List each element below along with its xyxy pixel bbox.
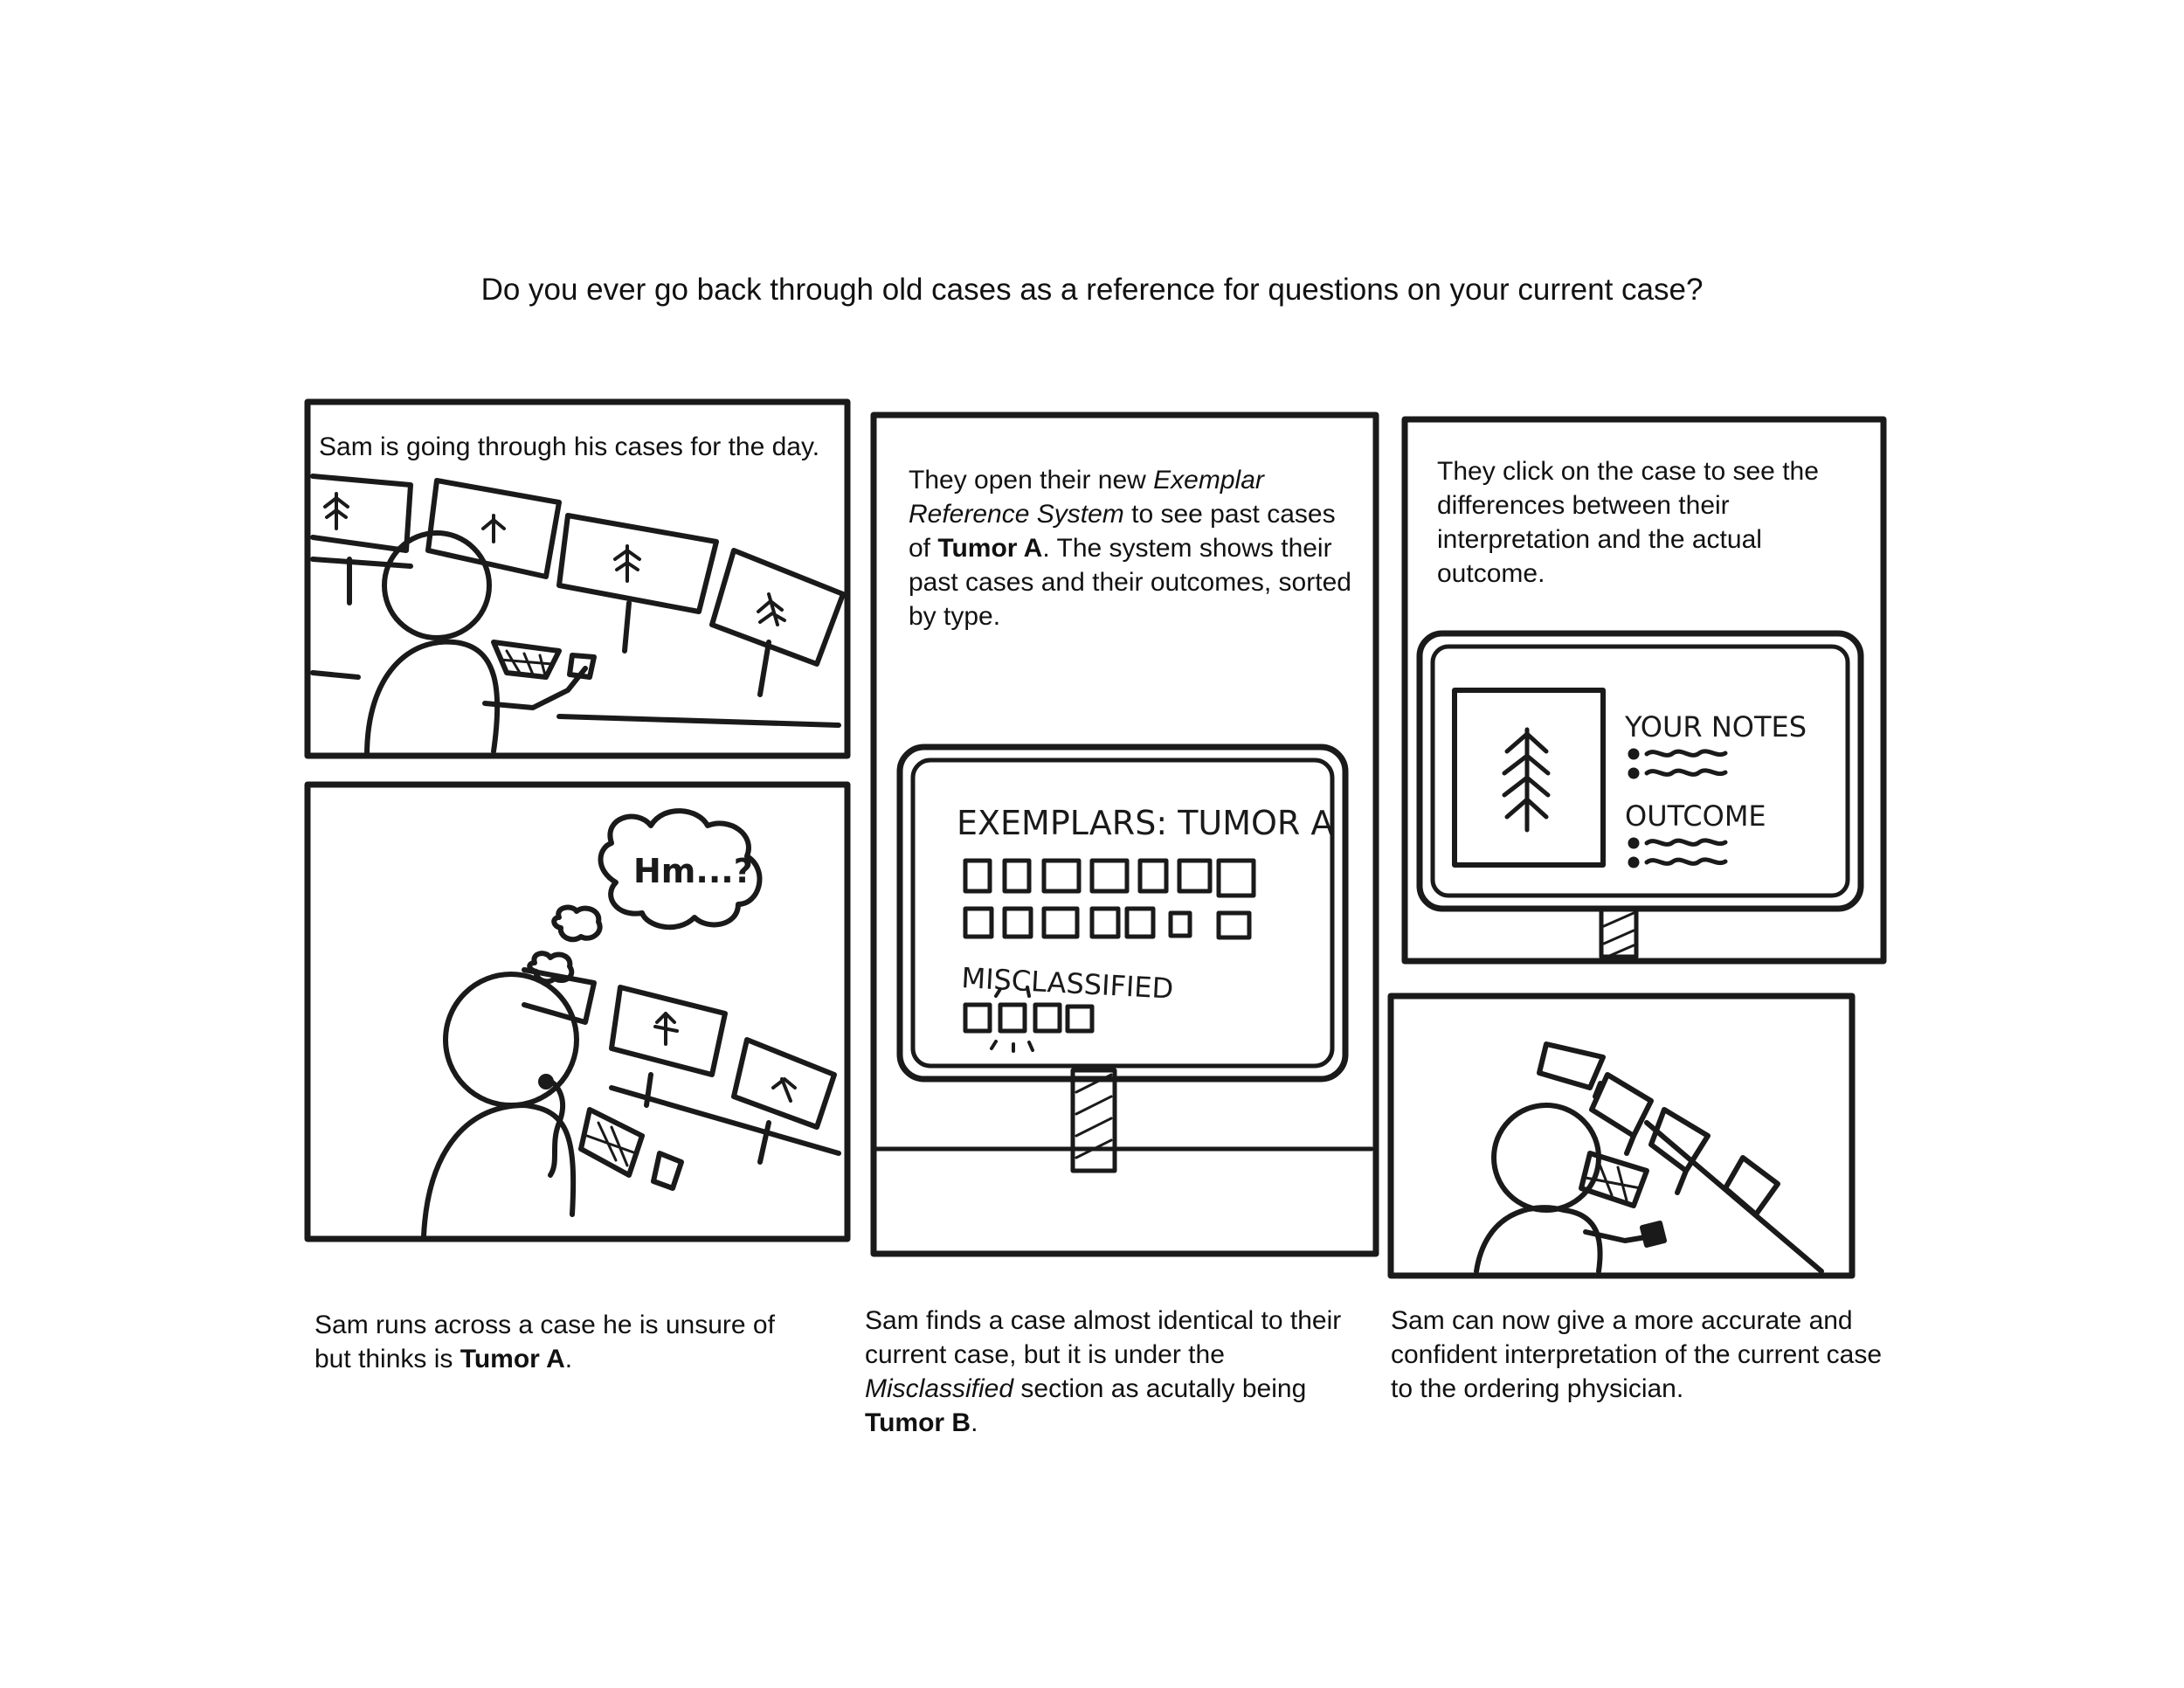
panel-2-frame — [304, 781, 851, 1242]
panel-1-caption: Sam is going through his cases for the d… — [319, 432, 820, 461]
panel-2-caption-bold: Tumor A — [460, 1345, 565, 1373]
your-notes-label: YOUR NOTES — [1624, 710, 1807, 744]
panel-2-caption-end: . — [564, 1345, 573, 1373]
panel-6-caption: Sam can now give a more accurate and con… — [1391, 1306, 1883, 1403]
panel-3-caption-mid: to see past cases of — [909, 500, 1336, 563]
panel-3-caption: They open their new Exemplar Reference S… — [909, 463, 1363, 633]
exemplar-screen-title: EXEMPLARS: TUMOR A — [957, 804, 1333, 842]
exemplar-monitor — [896, 744, 1349, 1083]
panel-5-frame — [1401, 416, 1887, 965]
panel-3-frame — [870, 412, 1379, 1257]
panel-1-frame — [304, 398, 851, 759]
panel-4-caption-text: Sam finds a case almost identical to the… — [865, 1306, 1342, 1369]
panel-4-caption-italic: Misclassified — [865, 1374, 1014, 1403]
panel-3-caption-italic: Exemplar Reference System — [909, 466, 1264, 529]
panel-1-drawing — [310, 474, 846, 758]
thought-text: Hm...? — [633, 852, 753, 890]
panel-6-frame — [1387, 993, 1856, 1279]
panel-frames — [304, 398, 1887, 1279]
outcome-label: OUTCOME — [1625, 799, 1766, 833]
panel-3-caption-bold: Tumor A — [937, 534, 1043, 563]
panel-4-caption-bold: Tumor B — [865, 1408, 971, 1437]
page-title: Do you ever go back through old cases as… — [480, 273, 1704, 307]
panel-5-drawing — [1416, 630, 1864, 959]
misclassified-label: MISCLASSIFIED — [961, 961, 1175, 1006]
panel-2-drawing — [421, 808, 841, 1239]
panel-3-caption-end: . The system shows their past cases and … — [909, 534, 1351, 631]
panel-2-caption-text: Sam runs across a case he is unsure of b… — [314, 1311, 775, 1373]
panel-2-caption: Sam runs across a case he is unsure of b… — [314, 1308, 804, 1376]
panel-4-caption: Sam finds a case almost identical to the… — [865, 1304, 1354, 1440]
panel-4-caption-end: . — [971, 1408, 978, 1437]
panel-5-caption: They click on the case to see the differ… — [1437, 457, 1819, 588]
panel-6-drawing — [1474, 1041, 1824, 1274]
panel-4-caption-mid: section as acutally being — [1013, 1374, 1307, 1403]
panel-3-caption-text: They open their new — [909, 466, 1154, 495]
case-detail-monitor — [1416, 630, 1864, 912]
panel-3-drawing — [873, 744, 1374, 1173]
